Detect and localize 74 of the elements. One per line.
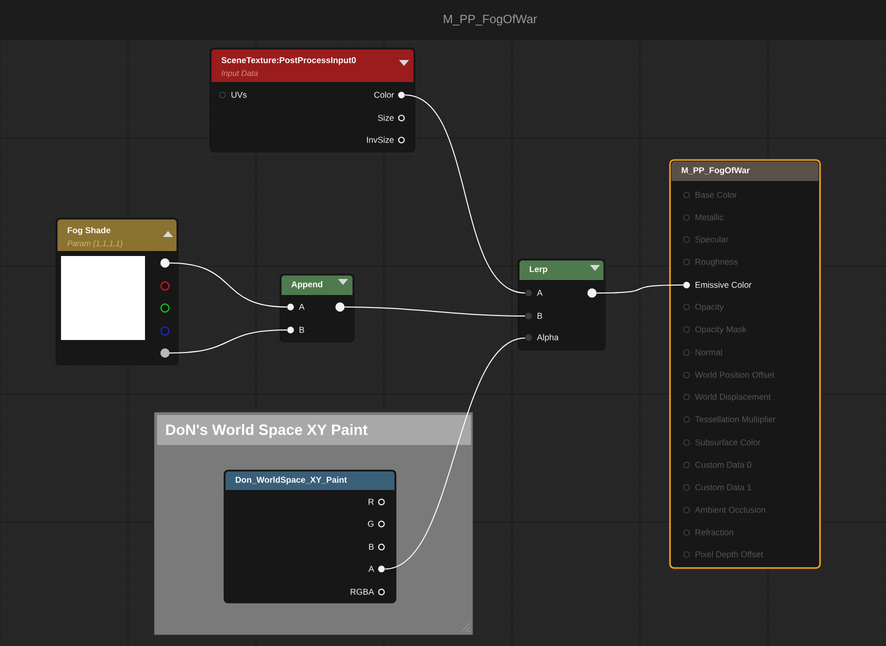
- node-label: B: [369, 544, 374, 550]
- input-pin: Refraction: [683, 529, 734, 536]
- output-pin: [160, 348, 170, 358]
- node-label: G: [368, 520, 374, 527]
- node-label: B: [538, 312, 542, 319]
- input-pin: Opacity Mask: [683, 326, 746, 334]
- node-label: A: [536, 290, 543, 296]
- input-pin: World Position Offset: [683, 372, 774, 378]
- input-pin: Normal: [683, 349, 722, 356]
- input-pin: World Displacement: [683, 394, 771, 402]
- input-pin: Specular: [683, 236, 728, 244]
- node-label: InvSize: [367, 136, 394, 143]
- input-pin: Metallic: [683, 214, 724, 221]
- input-pin: Base Color: [683, 192, 737, 198]
- output-pin: [160, 281, 170, 291]
- node-label: A: [298, 304, 305, 310]
- output-pin: RGBA: [350, 588, 385, 596]
- wire: [344, 306, 526, 316]
- input-pin: Custom Data 0: [683, 462, 752, 468]
- input-pin: Ambient Occlusion: [683, 506, 766, 514]
- output-pin: Color: [374, 92, 405, 98]
- input-pin: Emissive Color: [683, 282, 752, 288]
- input-pin: Custom Data 1: [683, 484, 752, 491]
- output-pin: G: [368, 520, 385, 528]
- output-pin: A: [368, 566, 385, 572]
- input-pin: A: [525, 290, 543, 296]
- node-label: Pixel Depth Offset: [696, 551, 764, 559]
- node-label: Subsurface Color: [695, 439, 760, 446]
- input-pin: Pixel Depth Offset: [683, 551, 764, 559]
- output-pin: [160, 258, 170, 268]
- node-label: Alpha: [536, 334, 559, 342]
- wire: [169, 330, 288, 354]
- node-label: R: [368, 498, 374, 505]
- output-pin: Size: [378, 114, 405, 122]
- node-label: World Position Offset: [694, 372, 774, 378]
- node-label: Ambient Occlusion: [694, 506, 766, 513]
- input-pin: B: [287, 326, 304, 334]
- wire: [404, 94, 526, 294]
- node-label: B: [300, 326, 304, 333]
- input-pin: UVs: [219, 92, 247, 98]
- output-pin: R: [368, 498, 385, 506]
- output-pin: B: [369, 544, 385, 550]
- output-pin: [160, 326, 170, 336]
- node-label: A: [368, 566, 374, 572]
- node-label: Metallic: [696, 214, 724, 220]
- node-label: Roughness: [696, 258, 738, 266]
- input-pin: A: [287, 304, 305, 310]
- wire: [384, 338, 526, 570]
- input-pin: Roughness: [683, 258, 738, 266]
- output-pin: [587, 288, 597, 298]
- node-label: Specular: [695, 236, 728, 244]
- output-pin: InvSize: [367, 136, 405, 144]
- node-label: Opacity Mask: [695, 326, 746, 334]
- node-label: Emissive Color: [696, 282, 752, 288]
- output-pin: [335, 302, 345, 312]
- node-label: Custom Data 0: [695, 462, 752, 468]
- node-label: Custom Data 1: [695, 484, 752, 490]
- input-pin: Alpha: [525, 334, 559, 342]
- node-label: Opacity: [695, 304, 724, 312]
- input-pin: Subsurface Color: [683, 439, 760, 446]
- node-label: RGBA: [350, 588, 374, 595]
- output-pin: [160, 303, 170, 313]
- title-bar: M_PP_FogOfWar: [0, 0, 886, 40]
- input-pin: B: [525, 312, 542, 320]
- node-label: Refraction: [696, 529, 734, 536]
- node-label: UVs: [232, 92, 247, 98]
- input-pin: Tessellation Multiplier: [683, 416, 776, 424]
- node-label: Base Color: [696, 192, 737, 198]
- node-label: Color: [374, 92, 394, 98]
- wire: [169, 262, 288, 308]
- input-pin: Opacity: [683, 304, 724, 312]
- wire: [596, 284, 684, 294]
- node-label: Size: [378, 114, 394, 121]
- node-label: Normal: [696, 349, 722, 356]
